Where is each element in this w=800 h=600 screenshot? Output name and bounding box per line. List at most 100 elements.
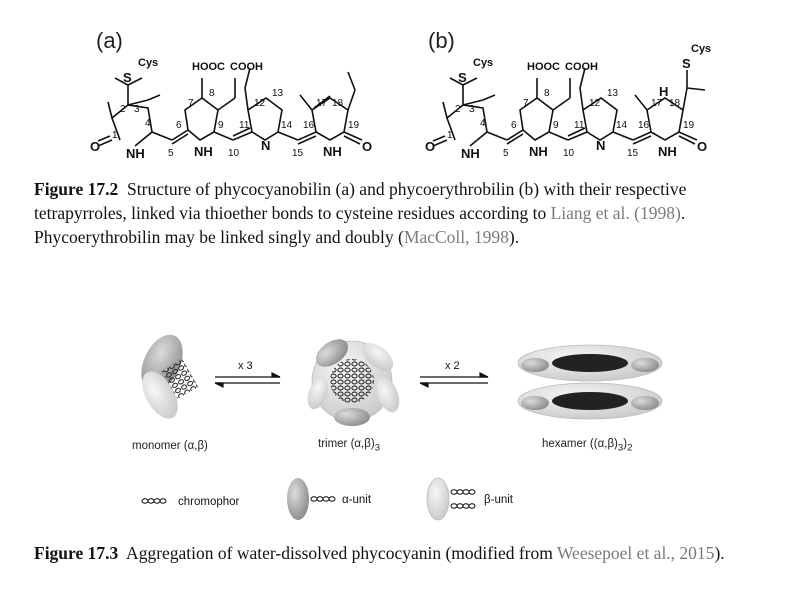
multiplier-x2: x 2: [445, 360, 460, 372]
trimer-label: trimer (α,β)3: [318, 438, 380, 453]
atom-o-left-b: O: [425, 139, 435, 154]
legend-chromophor-label: chromophor: [178, 496, 240, 508]
atom-nh-b: NH: [194, 144, 213, 159]
caption-text-5: ).: [508, 227, 520, 247]
atom-s-a: S: [123, 70, 132, 85]
pos-11-b: 11: [574, 120, 585, 131]
monomer-label-text: monomer (α,β): [132, 440, 208, 452]
hexamer-subscript-2: 2: [627, 442, 633, 454]
pos-15-b: 15: [627, 148, 639, 159]
atom-nh-b-b: NH: [529, 144, 548, 159]
trimer-label-text: trimer (α,β): [318, 438, 375, 450]
pos-5: 5: [168, 148, 174, 159]
group-hooc-b: HOOC: [527, 61, 560, 73]
phycocyanobilin-structure: O NH S Cys HOOC COOH NH N NH O 1 2 3 4 5…: [90, 57, 372, 161]
pos-1-b: 1: [447, 130, 453, 141]
pos-7-b: 7: [523, 98, 529, 109]
atom-h-b: H: [659, 84, 668, 99]
legend-alpha-symbol: [287, 478, 336, 520]
atom-nh-a-b: NH: [461, 146, 480, 161]
pos-8: 8: [209, 88, 215, 99]
multiplier-x3: x 3: [238, 360, 253, 372]
pos-7: 7: [188, 98, 194, 109]
pos-2-b: 2: [455, 104, 461, 115]
trimer-unit: [307, 339, 400, 426]
pos-9: 9: [218, 120, 224, 131]
pos-6-b: 6: [511, 120, 517, 131]
atom-s-a-b: S: [458, 70, 467, 85]
aggregation-diagram: x 3 x 2: [141, 334, 663, 426]
hexamer-unit: [517, 344, 663, 420]
pos-4-b: 4: [480, 118, 486, 129]
legend-alpha-label: α-unit: [342, 494, 372, 506]
atom-o-right: O: [362, 139, 372, 154]
caption-line-3: Phycoerythrobilin may be linked singly a…: [34, 225, 784, 249]
group-cooh-a: COOH: [230, 61, 263, 73]
pos-18: 18: [332, 98, 344, 109]
atom-s-d-b: S: [682, 56, 691, 71]
legend-beta-symbol: [426, 477, 476, 521]
hexamer-close-paren: ): [623, 438, 628, 450]
figure-17-3-caption: Figure 17.3 Aggregation of water-dissolv…: [34, 541, 794, 565]
group-cys-d-b: Cys: [691, 43, 711, 55]
reference-maccoll-1998[interactable]: MacColl, 1998: [403, 227, 509, 247]
atom-nh-d-b: NH: [658, 144, 677, 159]
atom-nh-d: NH: [323, 144, 342, 159]
pos-10: 10: [228, 148, 240, 159]
atom-o-left: O: [90, 139, 100, 154]
caption-line-1: Figure 17.2 Structure of phycocyanobilin…: [34, 177, 784, 201]
figure-17-2-caption: Figure 17.2 Structure of phycocyanobilin…: [34, 177, 784, 249]
trimer-subscript: 3: [374, 442, 381, 454]
pos-11: 11: [239, 120, 250, 131]
caption-text-3: .: [680, 203, 686, 223]
panel-label-b: (b): [428, 28, 455, 53]
group-cys-a-b: Cys: [473, 57, 493, 69]
pos-5-b: 5: [503, 148, 509, 159]
caption-17-3-end: ).: [714, 543, 725, 563]
equilibrium-arrows-x2: [419, 372, 489, 388]
atom-nh-a: NH: [126, 146, 145, 161]
group-hooc-a: HOOC: [192, 61, 225, 73]
pos-9-b: 9: [553, 120, 559, 131]
hexamer-label: hexamer ((α,β)3)2: [542, 438, 632, 453]
pos-4: 4: [145, 118, 151, 129]
atom-o-right-b: O: [697, 139, 707, 154]
caption-text-4: Phycoerythrobilin may be linked singly a…: [34, 227, 404, 247]
pos-16-b: 16: [638, 120, 650, 131]
reference-liang-1998[interactable]: Liang et al. (1998): [550, 203, 681, 223]
pos-12-b: 12: [589, 98, 601, 109]
caption-17-3-text: Aggregation of water-dissolved phycocyan…: [118, 543, 557, 563]
pos-17: 17: [316, 98, 328, 109]
legend-beta-label: β-unit: [484, 494, 514, 506]
hexamer-label-text: hexamer ((α,β): [542, 438, 618, 450]
equilibrium-arrows-x3: [214, 372, 281, 388]
pos-15: 15: [292, 148, 304, 159]
group-cooh-b: COOH: [565, 61, 598, 73]
caption-line-2: tetrapyrroles, linked via thioether bond…: [34, 201, 784, 225]
group-cys-a: Cys: [138, 57, 158, 69]
reference-weesepoel-2015[interactable]: Weesepoel et al., 2015: [556, 543, 715, 563]
figure-17-3-label: Figure 17.3: [34, 543, 119, 563]
caption-text-2: tetrapyrroles, linked via thioether bond…: [34, 203, 551, 223]
pos-12: 12: [254, 98, 266, 109]
phycoerythrobilin-structure: O NH S Cys HOOC COOH NH N NH O S Cys H 1…: [425, 43, 711, 161]
legend-chromophor-symbol: [141, 498, 167, 504]
pos-19-b: 19: [683, 120, 695, 131]
pos-18-b: 18: [669, 98, 681, 109]
pos-2: 2: [120, 104, 126, 115]
pos-3: 3: [134, 104, 140, 115]
pos-8-b: 8: [544, 88, 550, 99]
pos-1: 1: [112, 130, 118, 141]
hexamer-subscript-1: 3: [617, 442, 624, 454]
pos-17-b: 17: [651, 98, 663, 109]
monomer-label: monomer (α,β): [132, 440, 208, 452]
figure-17-2-label: Figure 17.2: [34, 179, 119, 199]
pos-19: 19: [348, 120, 360, 131]
pos-3-b: 3: [469, 104, 475, 115]
pos-6: 6: [176, 120, 182, 131]
pos-14-b: 14: [616, 120, 628, 131]
pos-13: 13: [272, 88, 284, 99]
pos-10-b: 10: [563, 148, 575, 159]
monomer-unit: [141, 334, 199, 419]
atom-n-c: N: [261, 138, 270, 153]
